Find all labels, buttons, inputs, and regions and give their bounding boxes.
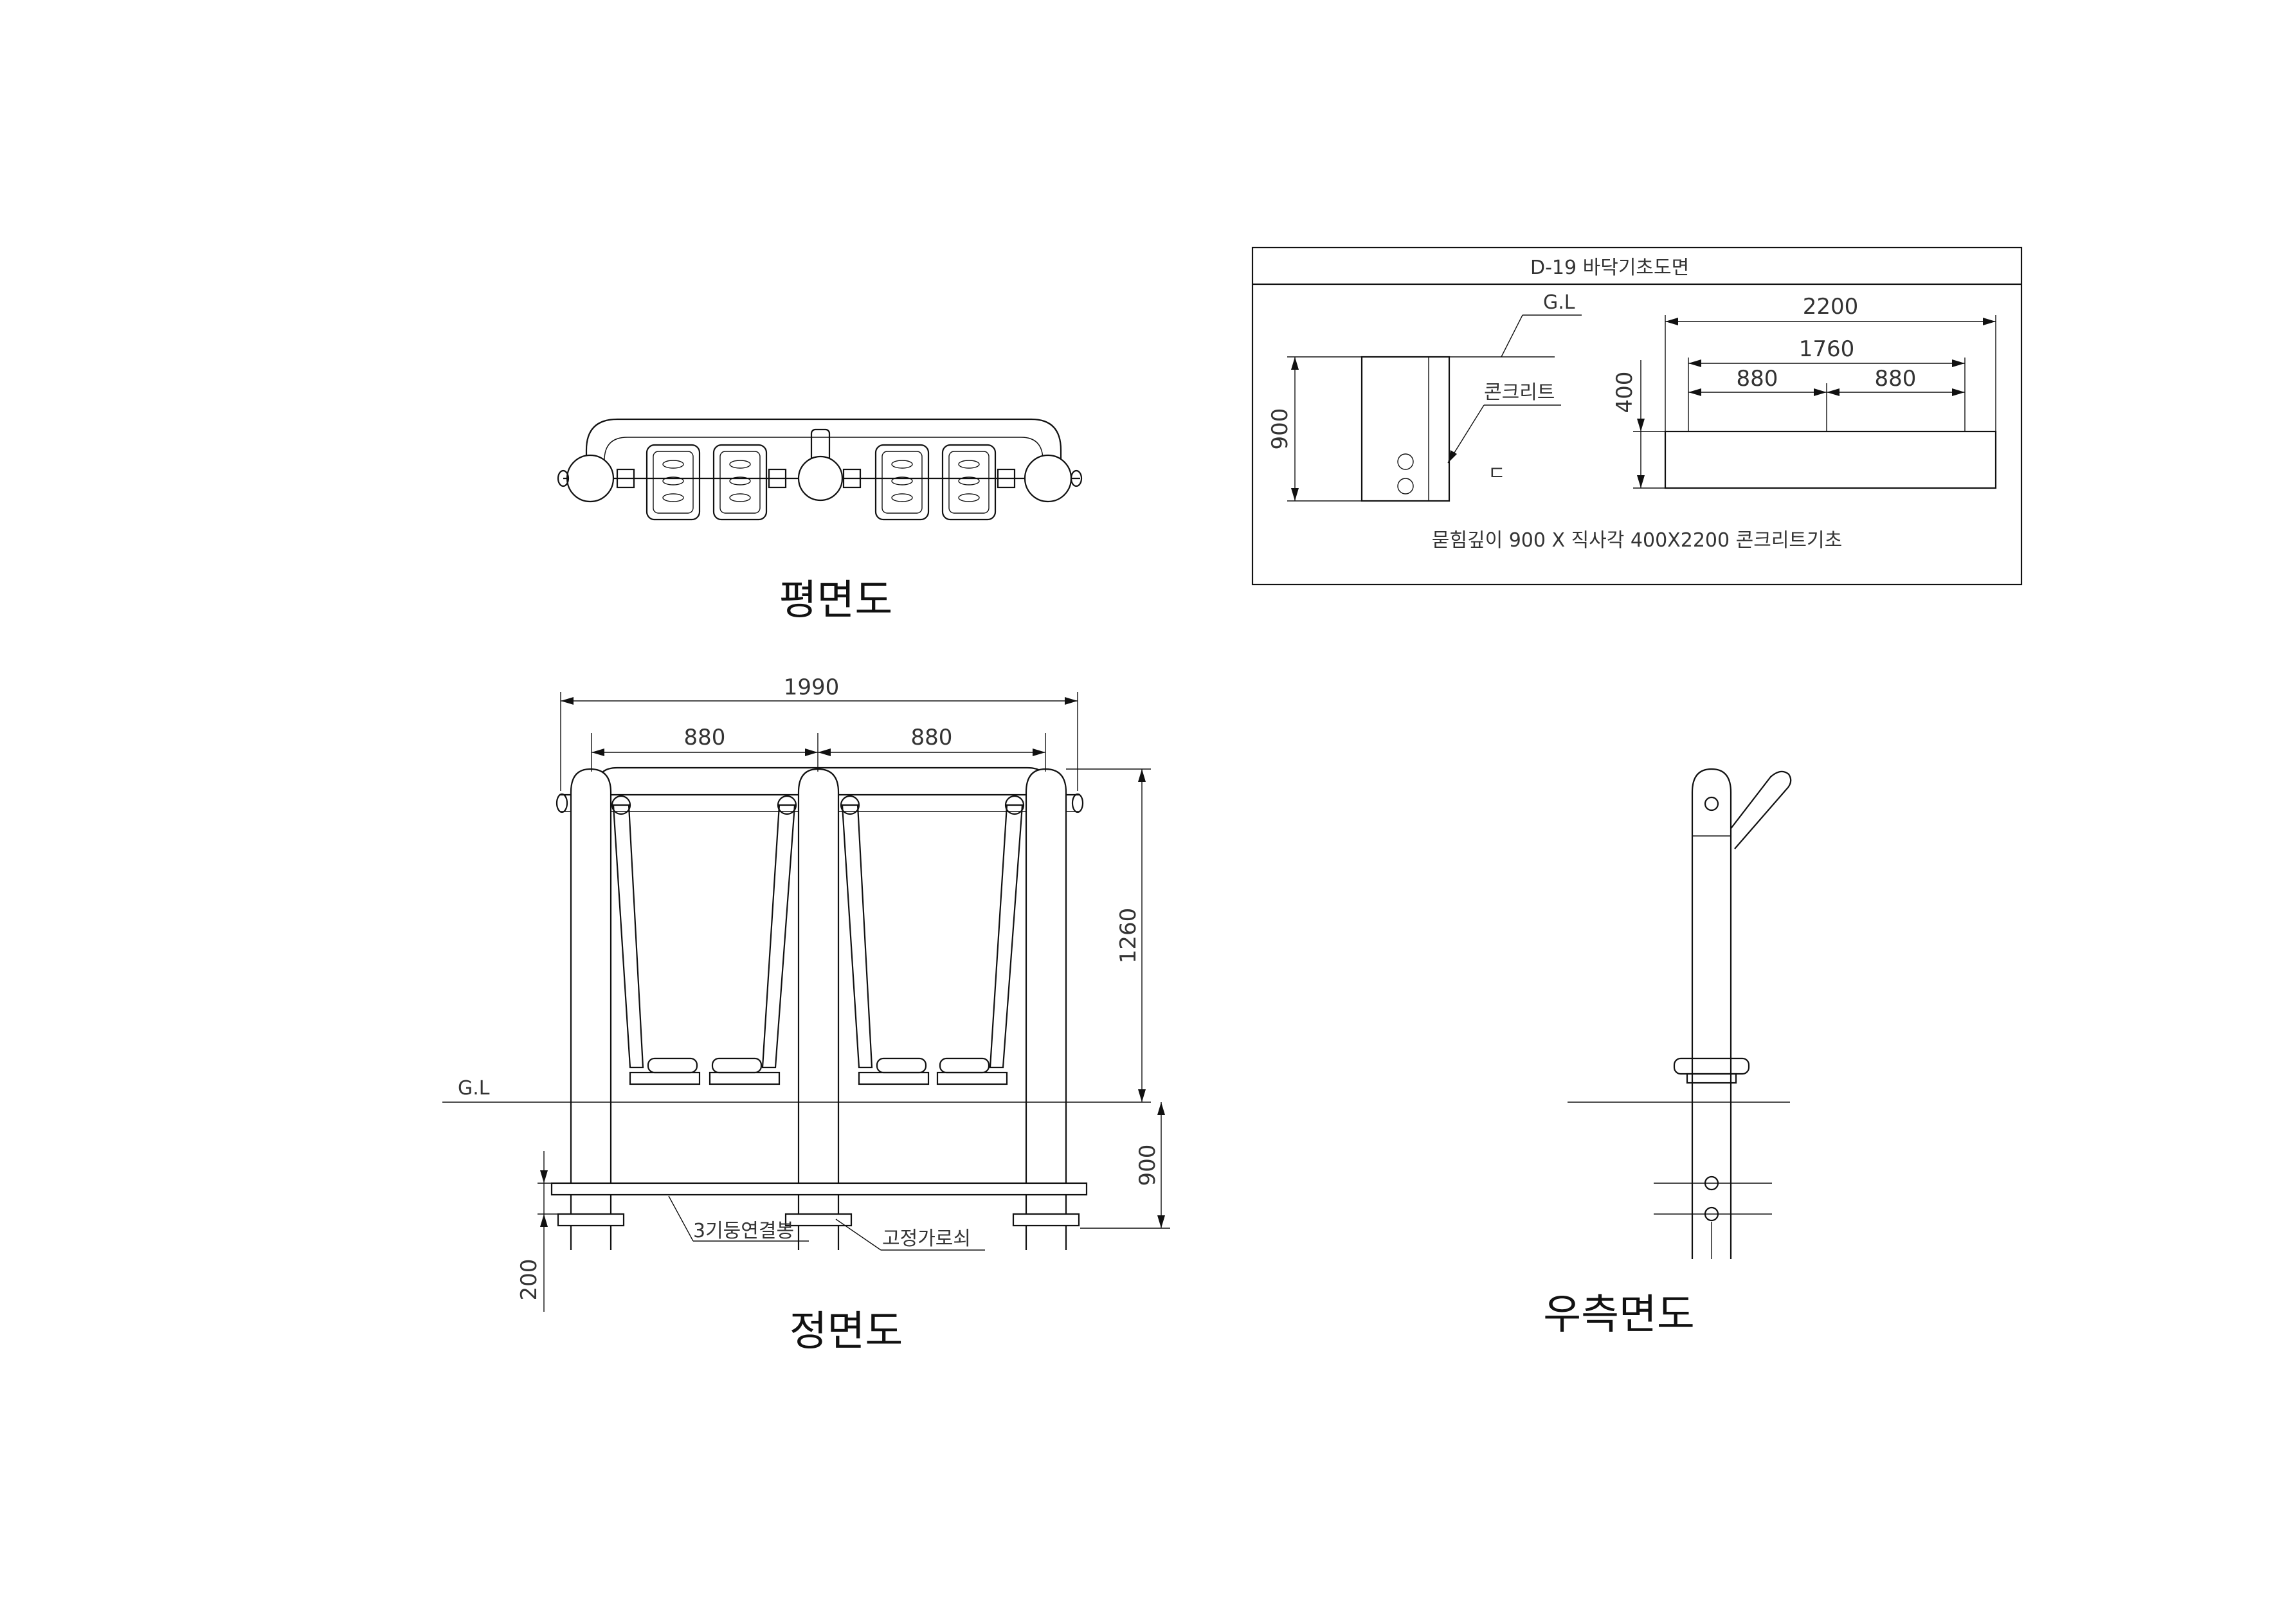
front-cap-left — [556, 793, 568, 813]
plan-post-left — [566, 454, 615, 503]
front-post-right — [1025, 768, 1067, 1250]
foundation-concrete-label: 콘크리트 — [1484, 381, 1555, 404]
foundation-symbol: ㄷ — [1488, 462, 1506, 485]
front-connector-label: 3기둥연결봉 — [693, 1220, 794, 1242]
foundation-inner-dim: 1760 — [1799, 336, 1855, 362]
front-base-plate — [784, 1213, 853, 1227]
foundation-half-right-dim: 880 — [1875, 366, 1917, 392]
side-pivot — [1704, 796, 1719, 812]
foundation-note: 묻힘깊이 900 X 직사각 400X2200 콘크리트기초 — [1432, 529, 1842, 552]
plan-cap-left — [557, 469, 570, 487]
front-right-span-dim: 880 — [911, 725, 953, 750]
foundation-slab — [1664, 430, 1997, 489]
plan-hinge — [997, 468, 1016, 489]
side-arm — [1722, 770, 1792, 849]
front-plate-dim: 200 — [516, 1259, 542, 1301]
foundation-detail: D-19 바닥기초도면 G.L 900 콘크리트 ㄷ 2200 — [1251, 246, 2023, 586]
plan-top-rail — [585, 418, 1062, 475]
front-swing-arm — [989, 804, 1024, 1069]
front-overall-dim: 1990 — [784, 675, 840, 700]
foundation-bolt-hole — [1397, 478, 1414, 494]
plan-view: 평면도 — [557, 418, 1083, 624]
foundation-depth-dim: 900 — [1267, 408, 1293, 450]
front-pivot — [777, 795, 797, 815]
front-view: G.L 3기둥연결봉 고정가로쇠 1990 880 880 — [442, 675, 1170, 1356]
plan-footplate — [646, 444, 701, 521]
front-base-plate — [1012, 1213, 1080, 1227]
foundation-half-left-dim: 880 — [1737, 366, 1778, 392]
front-cap-right — [1071, 793, 1084, 813]
plan-top-rail-inner — [604, 437, 1044, 461]
foundation-gl-label: G.L — [1543, 291, 1575, 314]
front-post-left — [570, 768, 612, 1250]
plan-footplate — [874, 444, 930, 521]
side-bolt — [1704, 1175, 1719, 1191]
foundation-title: D-19 바닥기초도면 — [1530, 257, 1689, 279]
front-swing-arm — [612, 804, 644, 1069]
front-pivot — [1004, 795, 1025, 815]
side-post — [1691, 768, 1732, 1259]
plan-footplate — [941, 444, 997, 521]
front-left-span-dim: 880 — [684, 725, 726, 750]
side-bolt — [1704, 1206, 1719, 1222]
front-foot-pedal — [936, 1057, 1008, 1085]
plan-hinge — [768, 468, 787, 489]
plan-hinge — [616, 468, 635, 489]
front-post-center — [797, 768, 840, 1250]
plan-view-title: 평면도 — [779, 577, 893, 624]
foundation-frame — [1251, 246, 2023, 586]
side-view-title: 우측면도 — [1543, 1291, 1695, 1339]
front-gl-label: G.L — [458, 1077, 490, 1100]
foundation-height-dim: 400 — [1612, 372, 1638, 413]
front-foot-pedal — [629, 1057, 701, 1085]
front-fixing-label: 고정가로쇠 — [882, 1228, 971, 1250]
front-height-dim: 1260 — [1116, 908, 1141, 964]
plan-footplate — [712, 444, 768, 521]
right-side-view: 우측면도 — [1543, 768, 1792, 1339]
front-foot-pedal — [858, 1057, 930, 1085]
front-foot-pedal — [709, 1057, 781, 1085]
foundation-bolt-hole — [1397, 453, 1414, 470]
foundation-section — [1360, 356, 1451, 502]
plan-post-center — [797, 455, 844, 502]
plan-hinge — [842, 468, 862, 489]
side-pedal-base — [1686, 1073, 1737, 1084]
front-embed-dim: 900 — [1135, 1145, 1161, 1186]
front-base-plate — [557, 1213, 625, 1227]
front-swing-arm — [841, 804, 873, 1069]
front-pivot — [840, 795, 860, 815]
plan-cap-right — [1070, 469, 1083, 487]
front-connector-bar — [550, 1182, 1088, 1196]
foundation-total-dim: 2200 — [1803, 294, 1859, 320]
front-swing-arm — [761, 804, 796, 1069]
front-view-title: 정면도 — [790, 1308, 903, 1356]
front-pivot — [611, 795, 631, 815]
plan-post-right — [1024, 454, 1072, 503]
